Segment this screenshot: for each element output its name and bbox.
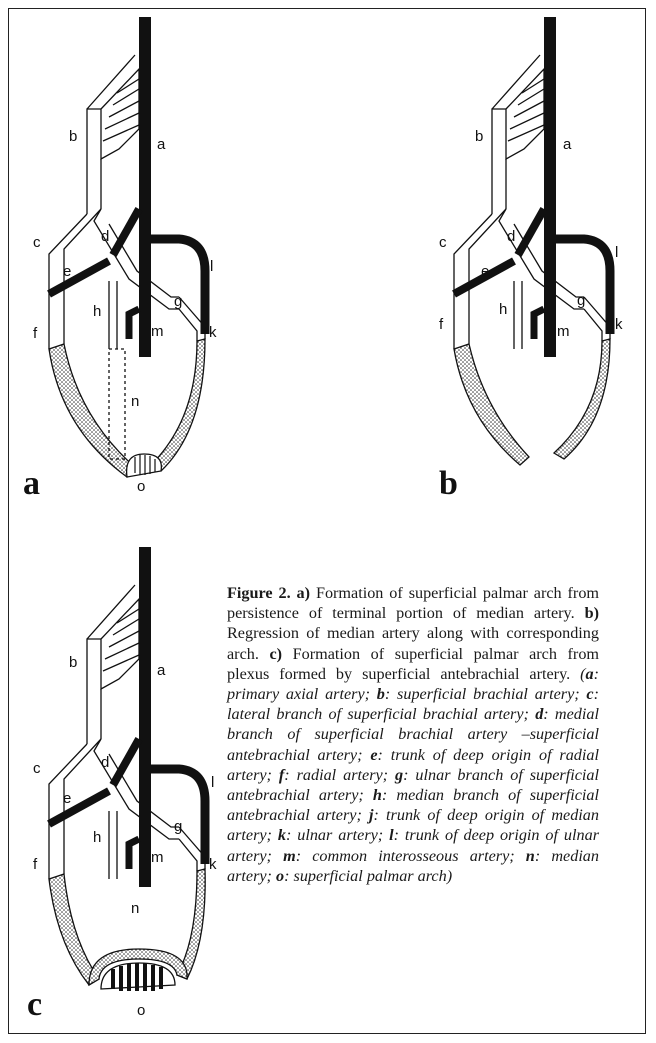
label-m-a: m (151, 323, 164, 340)
legend-key: g (395, 766, 403, 784)
label-b-b: b (475, 128, 483, 145)
panel-letter-b: b (439, 465, 458, 502)
legend-key: m (283, 847, 296, 865)
caption-legend: (a: primary axial artery; b: superficial… (227, 665, 599, 885)
caption-part-c-text: Formation of superficial palmar arch fro… (227, 645, 599, 683)
label-f-c: f (33, 856, 38, 873)
label-e-b: e (481, 263, 489, 280)
label-b-a: b (69, 128, 77, 145)
label-k-b: k (615, 316, 623, 333)
label-d-b: d (507, 228, 515, 245)
legend-key: k (278, 826, 286, 844)
label-h-c: h (93, 829, 101, 846)
label-e-c: e (63, 790, 71, 807)
label-l-a: l (210, 258, 213, 275)
label-k-a: k (209, 324, 217, 341)
label-h-a: h (93, 303, 101, 320)
label-n-c: n (131, 900, 139, 917)
label-k-c: k (209, 856, 217, 873)
legend-key: h (373, 786, 382, 804)
label-f-a: f (33, 325, 38, 342)
label-a-c: a (157, 662, 166, 679)
legend-key: b (377, 685, 385, 703)
label-m-b: m (557, 323, 570, 340)
figure-frame: b a c d l e g h m k f n o a b a c d l e … (8, 8, 646, 1034)
legend-key: o (276, 867, 284, 885)
panel-a-diagram (49, 17, 205, 477)
legend-key: a (586, 665, 594, 683)
label-l-b: l (615, 244, 618, 261)
label-g-c: g (174, 818, 182, 835)
figure-caption: Figure 2. a) Formation of superficial pa… (227, 583, 599, 886)
legend-text: : superficial palmar arch (284, 867, 447, 885)
label-c-b: c (439, 234, 447, 251)
label-h-b: h (499, 301, 507, 318)
label-n-a: n (131, 393, 139, 410)
label-a-b: a (563, 136, 572, 153)
label-d-c: d (101, 754, 109, 771)
legend-key: n (526, 847, 535, 865)
caption-part-b-key: b) (585, 604, 599, 622)
caption-heading: Figure 2. (227, 584, 291, 602)
label-l-c: l (211, 774, 214, 791)
legend-key: c (586, 685, 593, 703)
legend-text: : common interosseous artery; (296, 847, 526, 865)
label-g-b: g (577, 292, 585, 309)
panel-letter-c: c (27, 986, 42, 1023)
legend-text: : ulnar artery; (286, 826, 389, 844)
label-g-a: g (174, 293, 182, 310)
label-e-a: e (63, 263, 71, 280)
panel-b-diagram (454, 17, 610, 465)
label-b-c: b (69, 654, 77, 671)
legend-text: : superficial brachial artery; (385, 685, 587, 703)
caption-part-a-key: a) (297, 584, 310, 602)
label-o-a: o (137, 478, 145, 495)
legend-close: ) (447, 867, 452, 885)
label-f-b: f (439, 316, 444, 333)
caption-part-c-key: c) (269, 645, 282, 663)
panel-letter-a: a (23, 465, 40, 502)
label-c-c: c (33, 760, 41, 777)
label-d-a: d (101, 228, 109, 245)
label-m-c: m (151, 849, 164, 866)
legend-key: e (370, 746, 377, 764)
label-o-c: o (137, 1002, 145, 1019)
panel-c-diagram (49, 547, 205, 991)
label-c-a: c (33, 234, 41, 251)
label-a-a: a (157, 136, 166, 153)
legend-text: : radial artery; (284, 766, 395, 784)
